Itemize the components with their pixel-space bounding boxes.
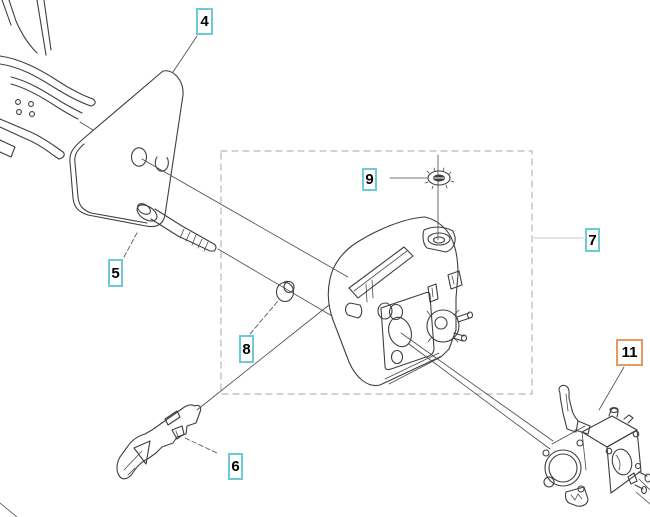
- leader-line-offscreen-1: [638, 478, 650, 491]
- cutoff-part-edge: [0, 502, 18, 517]
- callout-6[interactable]: 6: [228, 453, 243, 480]
- callout-11[interactable]: 11: [616, 339, 643, 366]
- assembly-axis-line-pad: [141, 158, 349, 278]
- callout-6-leader-line: [184, 437, 218, 454]
- callout-5[interactable]: 5: [108, 259, 123, 287]
- callout-7[interactable]: 7: [585, 228, 600, 252]
- callout-4-leader-line: [172, 35, 198, 73]
- choke-lever-part: [116, 404, 218, 480]
- leader-line-offscreen-2: [635, 491, 650, 505]
- screw-part: [123, 203, 333, 317]
- callout-9[interactable]: 9: [362, 168, 377, 191]
- carburetor-part: [542, 366, 650, 507]
- callout-8[interactable]: 8: [239, 335, 254, 363]
- air-filter-pad-part: [69, 35, 349, 278]
- mounting-bracket-part: [0, 0, 96, 160]
- assembly-line-to-carb-2: [408, 343, 551, 450]
- callout-11-leader-line: [598, 366, 625, 411]
- assembly-line-to-lever: [196, 304, 330, 411]
- assembly-line-to-carb-1: [400, 332, 554, 442]
- washer-nut-part: [389, 154, 455, 241]
- callout-5-leader-line: [123, 230, 139, 258]
- assembly-boundary: [220, 150, 584, 395]
- air-filter-housing-part: [196, 216, 554, 450]
- assembly-axis-line-screw: [217, 248, 333, 317]
- dashed-box: [220, 150, 533, 395]
- callout-4[interactable]: 4: [196, 8, 213, 35]
- grommet-part: [249, 280, 295, 335]
- callout-8-leader-line: [249, 300, 279, 335]
